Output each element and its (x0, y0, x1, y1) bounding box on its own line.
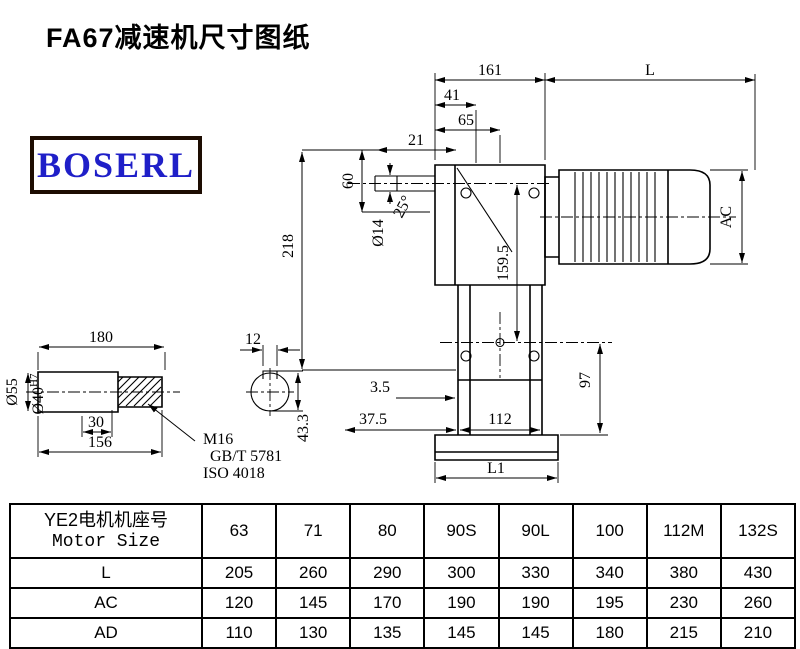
bolt-hole (460, 187, 472, 199)
table-row-AC: AC 120 145 170 190 190 195 230 260 (9, 587, 797, 619)
angle-line-25deg (456, 167, 513, 253)
bolt-hole (460, 350, 472, 362)
header-motor-size: YE2电机机座号 Motor Size (9, 503, 203, 559)
dim-text-30: 30 (88, 414, 104, 431)
note-gb-standard: GB/T 5781 (210, 448, 282, 465)
table-cell: 190 (423, 587, 500, 619)
table-cell: 260 (719, 587, 797, 619)
table-cell: 110 (200, 617, 278, 649)
input-shaft (374, 175, 435, 192)
table-cell: 190 (497, 587, 574, 619)
table-row-L: L 205 260 290 300 330 340 380 430 (9, 557, 797, 589)
table-cell: 230 (645, 587, 722, 619)
dim-text-159-5: 159.5 (495, 245, 512, 281)
table-cell: 215 (645, 617, 722, 649)
leader-m16 (147, 403, 196, 442)
table-cell: 430 (719, 557, 797, 589)
dim-text-97: 97 (577, 372, 594, 388)
logo-text: BOSERL (36, 145, 196, 185)
table-cell: 170 (349, 587, 426, 619)
dim-text-112: 112 (488, 411, 511, 428)
bolt-hole (528, 187, 540, 199)
table-cell: 330 (497, 557, 574, 589)
header-motor-size-en: Motor Size (51, 532, 161, 553)
table-cell: 340 (571, 557, 648, 589)
dim-text-L1: L1 (487, 460, 505, 477)
bolt-hole (528, 350, 540, 362)
dim-text-AC: AC (718, 206, 735, 228)
shaft-outline (37, 371, 163, 413)
row-label: AD (9, 617, 203, 649)
extension-lines (302, 73, 756, 483)
dim-text-161: 161 (478, 62, 502, 79)
row-label: L (9, 557, 203, 589)
table-cell: 145 (423, 617, 500, 649)
table-cell: 145 (275, 587, 352, 619)
column-header: 63 (200, 503, 278, 559)
column-header: 132S (719, 503, 797, 559)
dim-text-12: 12 (245, 331, 261, 348)
table-cell: 145 (497, 617, 574, 649)
column-header: 80 (349, 503, 426, 559)
motor-size-table: YE2电机机座号 Motor Size 63 71 80 90S 90L 100… (9, 503, 797, 649)
thread-hatching (117, 376, 162, 407)
shaft-detail-view: 180 12 Ø55 Ø40H7 30 156 43.3 M16 GB/T 57… (4, 329, 312, 482)
dim-text-65: 65 (458, 112, 474, 129)
page-title: FA67减速机尺寸图纸 (46, 23, 311, 53)
table-cell: 210 (719, 617, 797, 649)
row-label: AC (9, 587, 203, 619)
dim-text-180: 180 (89, 329, 113, 346)
note-iso-standard: ISO 4018 (203, 465, 265, 482)
table-cell: 180 (571, 617, 648, 649)
gearbox-housing (434, 164, 559, 461)
dim-text-37-5: 37.5 (359, 411, 387, 428)
note-m16: M16 (203, 431, 233, 448)
dim-text-41: 41 (444, 87, 460, 104)
dim-text-21: 21 (408, 132, 424, 149)
table-cell: 290 (349, 557, 426, 589)
boserl-logo: BOSERL (30, 136, 202, 194)
table-cell: 135 (349, 617, 426, 649)
dim-text-phi55: Ø55 (4, 378, 21, 406)
table-row-AD: AD 110 130 135 145 145 180 215 210 (9, 617, 797, 649)
column-header: 71 (275, 503, 352, 559)
column-header: 100 (571, 503, 648, 559)
table-cell: 130 (275, 617, 352, 649)
table-cell: 300 (423, 557, 500, 589)
dim-text-phi40: Ø40H7 (28, 373, 47, 415)
dim-text-25deg: 25° (390, 193, 416, 221)
column-header: 90L (497, 503, 574, 559)
dim-text-60: 60 (340, 173, 357, 189)
dim-text-L: L (645, 62, 655, 79)
header-motor-size-cn: YE2电机机座号 (43, 510, 169, 531)
dim-text-156: 156 (88, 434, 112, 451)
shaft-centerlines (26, 368, 294, 416)
table-cell: 195 (571, 587, 648, 619)
table-header-row: YE2电机机座号 Motor Size 63 71 80 90S 90L 100… (9, 503, 797, 559)
centerlines (348, 183, 736, 378)
dim-text-218: 218 (280, 234, 297, 258)
table-cell: 260 (275, 557, 352, 589)
keyway (262, 370, 278, 379)
table-cell: 205 (200, 557, 278, 589)
shaft-extension-lines (37, 345, 303, 457)
table-cell: 120 (200, 587, 278, 619)
column-header: 90S (423, 503, 500, 559)
dim-text-3-5: 3.5 (370, 379, 390, 396)
main-view: 161 L 41 65 21 60 Ø14 25° 218 159.5 AC 9… (280, 62, 756, 483)
dim-text-phi14: Ø14 (370, 219, 387, 247)
dim-text-43-3: 43.3 (295, 414, 312, 442)
column-header: 112M (645, 503, 722, 559)
table-cell: 380 (645, 557, 722, 589)
